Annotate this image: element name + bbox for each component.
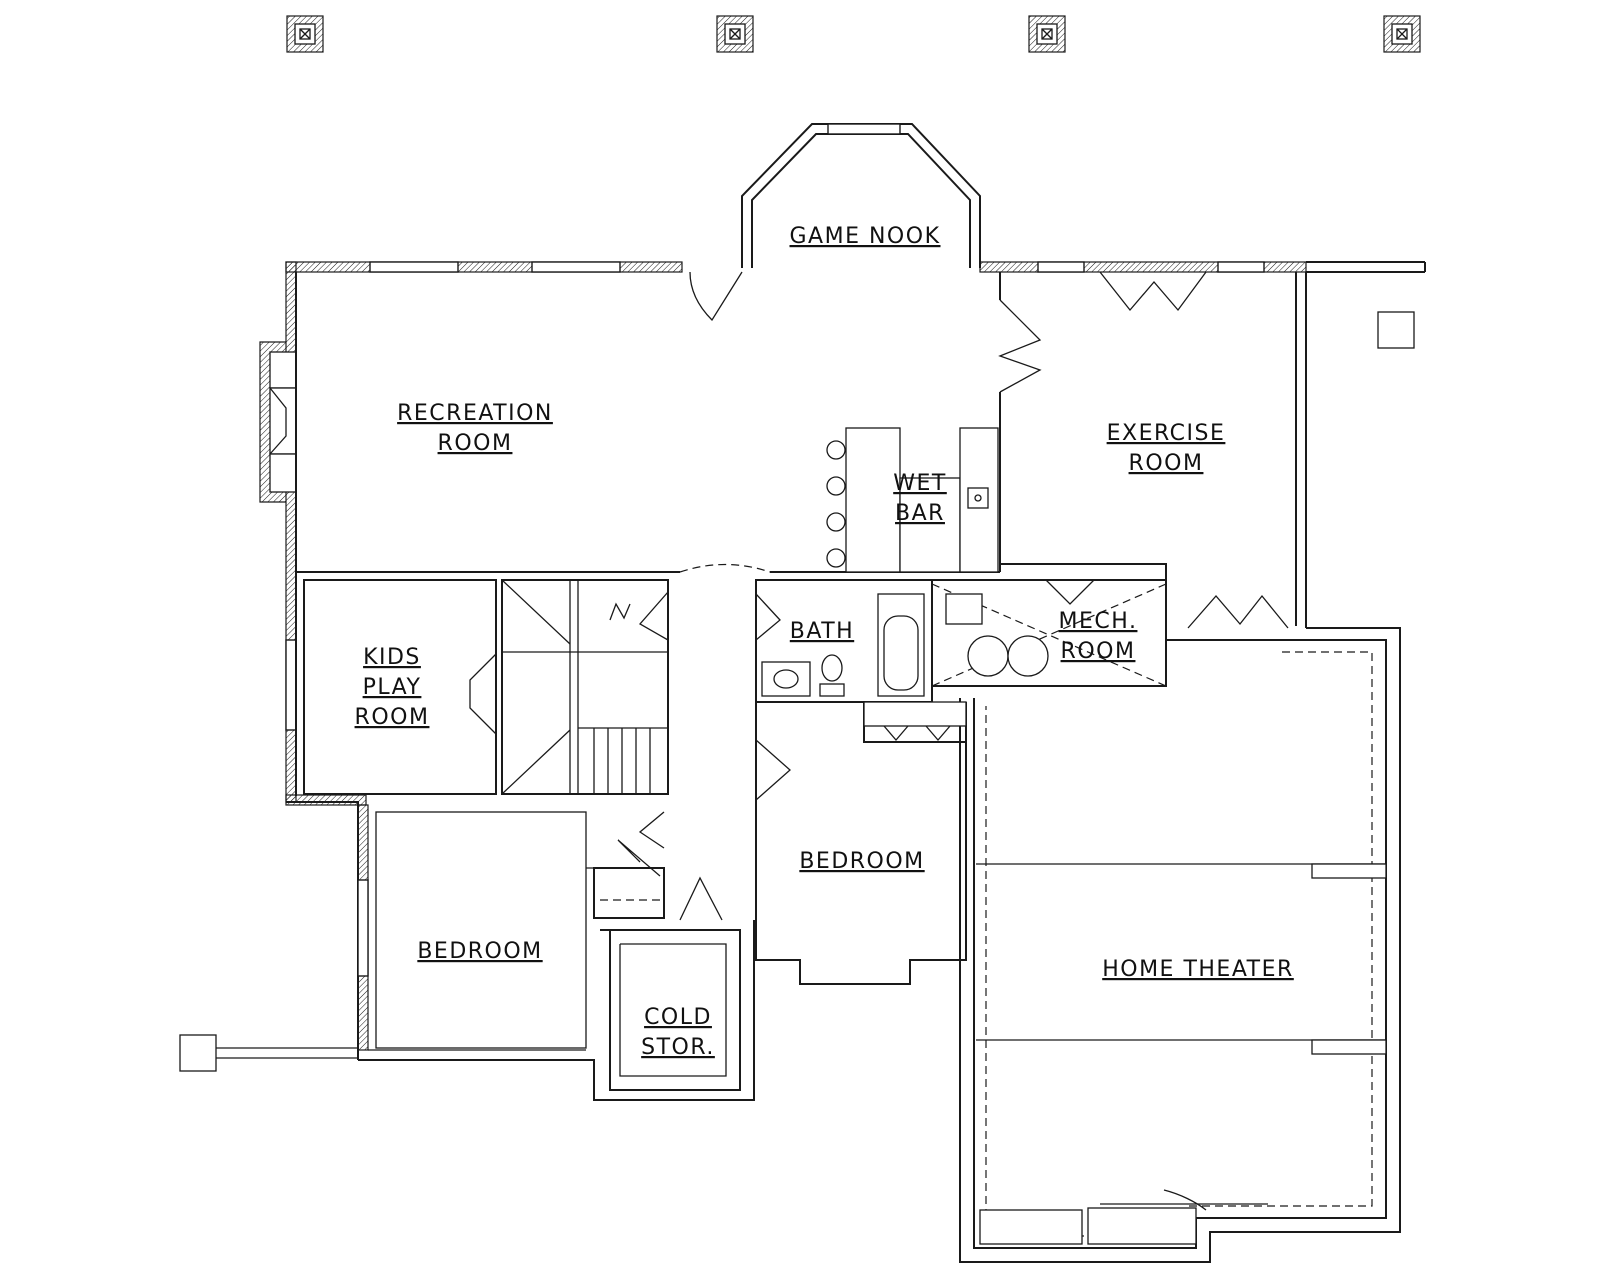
exercise-room-label: EXERCISE [1107,421,1226,446]
cold-storage-label: STOR. [641,1035,715,1060]
home-theater-label: HOME THEATER [1102,957,1294,982]
kids-play-room-label: PLAY [363,675,422,700]
room-labels: GAME NOOK RECREATION ROOM WET BAR EXERCI… [355,224,1294,1060]
door-swing-icon [755,593,781,641]
mech-room-label: MECH. [1059,609,1138,634]
kids-play-room-label: ROOM [355,705,430,730]
door-swing-icon [1187,594,1289,629]
left-bedroom-label: BEDROOM [417,939,542,964]
doors [638,271,1289,801]
door-swing-icon [998,299,1042,393]
mech-room-label: ROOM [1061,639,1136,664]
door-swing-icon [638,591,669,641]
column-marker-icon [286,15,324,53]
wet-bar-label: BAR [895,501,945,526]
door-swing-icon [689,271,743,322]
stair-treads [578,727,668,794]
column-marker-icon [1028,15,1066,53]
bath-label: BATH [790,619,854,644]
cold-storage-label: COLD [644,1005,712,1030]
center-bedroom-label: BEDROOM [799,849,924,874]
game-nook-label: GAME NOOK [790,224,941,249]
column-marker-icon [716,15,754,53]
recreation-room-label: ROOM [438,431,513,456]
recreation-room-label: RECREATION [397,401,553,426]
exterior-walls [179,123,1426,1263]
door-swing-icon [1099,271,1207,312]
interior-walls [295,272,1296,1091]
column-markers [286,15,1421,53]
exercise-room-label: ROOM [1129,451,1204,476]
wet-bar-label: WET [893,471,947,496]
column-marker-icon [1383,15,1421,53]
kids-play-room-label: KIDS [363,645,421,670]
door-swing-icon [755,739,791,801]
